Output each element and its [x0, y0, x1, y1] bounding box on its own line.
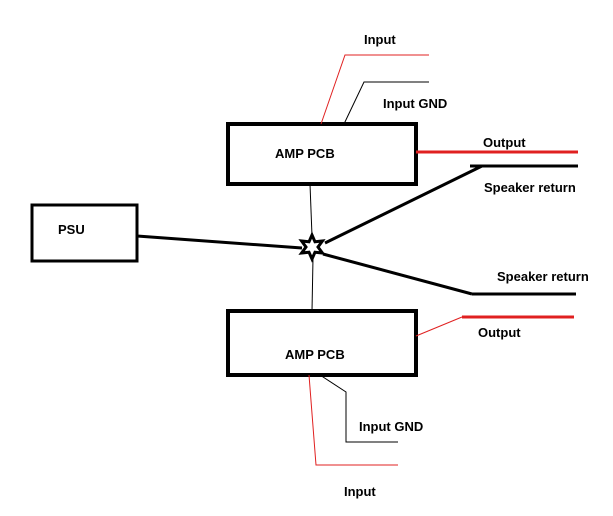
bottom-speaker-return-label: Speaker return — [497, 269, 589, 284]
amp-pcb-bottom-label: AMP PCB — [285, 347, 345, 362]
top-output-label: Output — [483, 135, 526, 150]
psu-ground-wire — [136, 234, 303, 250]
top-amp-ground-wire — [309, 183, 313, 237]
psu-label: PSU — [58, 222, 85, 237]
top-input-wire — [320, 54, 429, 125]
top-input-gnd-wire — [343, 81, 429, 125]
bottom-input-gnd-label: Input GND — [359, 419, 424, 434]
bottom-input-wire — [308, 374, 398, 466]
bottom-output-label: Output — [478, 325, 521, 340]
top-input-label: Input — [364, 32, 396, 47]
bottom-speaker-return-wire — [322, 252, 473, 296]
bottom-output-wire — [415, 316, 463, 337]
top-speaker-return-label: Speaker return — [484, 180, 576, 195]
top-speaker-return-wire — [324, 164, 483, 245]
top-input-gnd-label: Input GND — [383, 96, 448, 111]
amp-pcb-top-label: AMP PCB — [275, 146, 335, 161]
bottom-input-gnd-wire — [319, 374, 398, 443]
bottom-input-label: Input — [344, 484, 376, 499]
star-ground-icon — [298, 231, 326, 263]
amp-pcb-bottom-box — [226, 309, 418, 377]
amp-pcb-top-box — [226, 122, 418, 186]
bottom-amp-ground-wire — [311, 257, 314, 312]
psu-box — [30, 203, 139, 263]
